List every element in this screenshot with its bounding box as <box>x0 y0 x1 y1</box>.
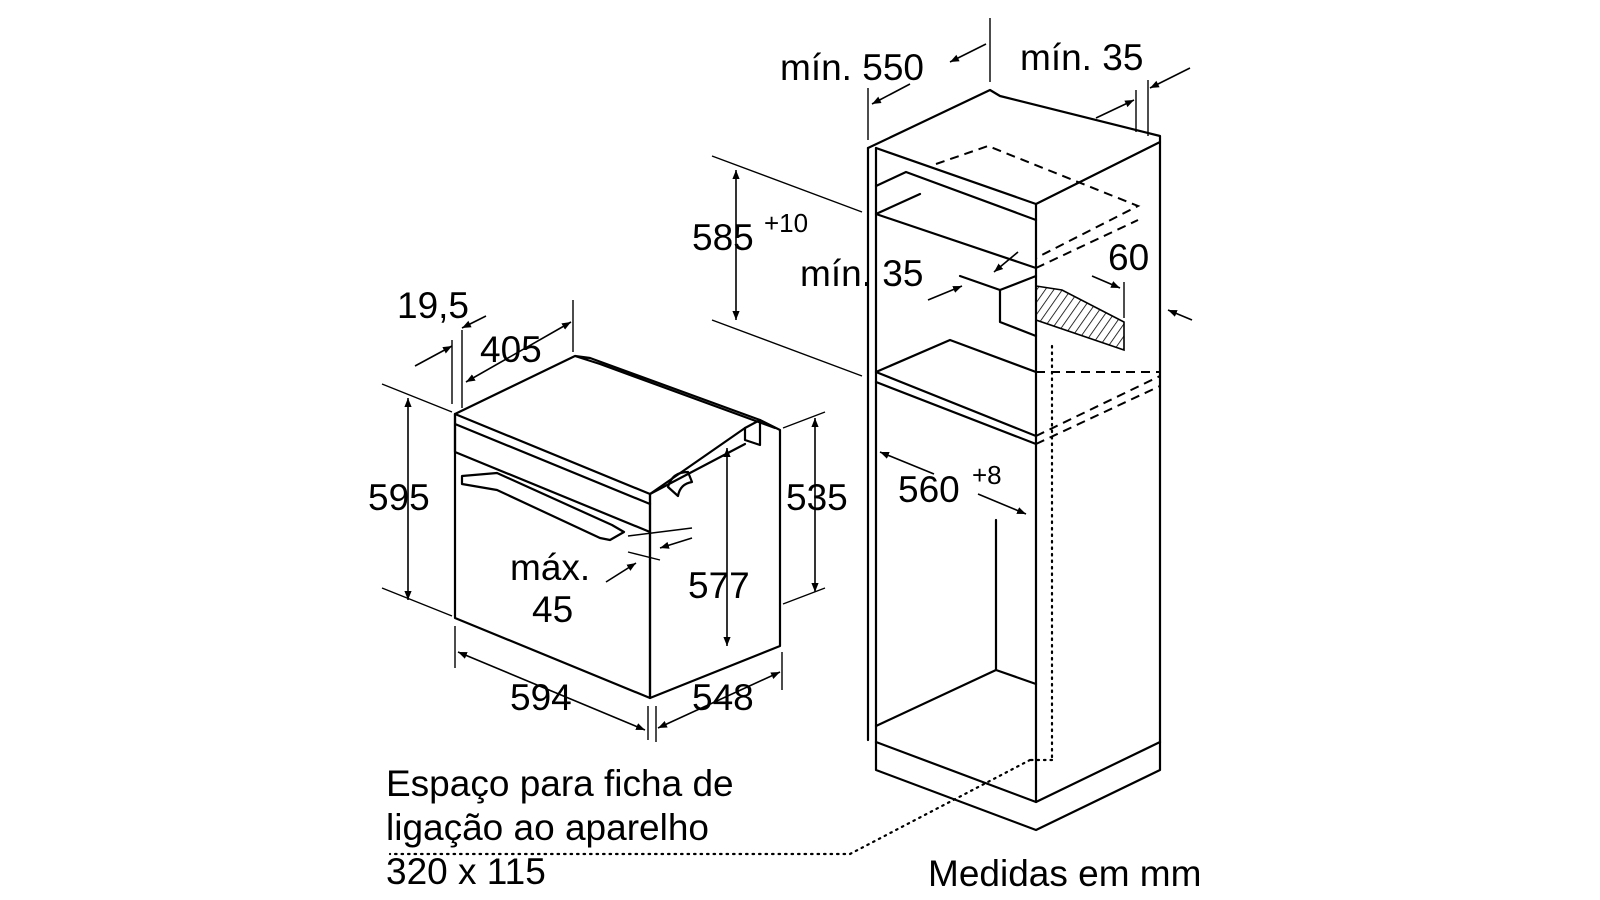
dim-19-5: 19,5 <box>397 285 469 326</box>
dim-577: 577 <box>688 565 750 606</box>
dim-594: 594 <box>510 677 572 718</box>
dim-405: 405 <box>480 329 542 370</box>
dim-594-arrow <box>457 651 646 731</box>
dim-548: 548 <box>692 677 754 718</box>
dim-max-45-line2: 45 <box>532 589 573 630</box>
oven-door-handle <box>460 471 626 542</box>
dim-405-arrow <box>465 321 572 383</box>
cabinet-dimensions: mín. 550 mín. 35 585 +10 mín. 35 60 560 … <box>692 18 1193 515</box>
oven-control-panel <box>453 412 652 534</box>
dim-595: 595 <box>368 477 430 518</box>
dim-max-45-line1: máx. <box>510 547 590 588</box>
oven-side-body <box>648 418 782 700</box>
dim-548-arrow <box>657 671 781 729</box>
dim-560-base: 560 <box>898 469 960 510</box>
plug-note-line2: ligação ao aparelho <box>386 807 709 848</box>
oven-side-handle <box>666 470 694 498</box>
dim-min-35-top: mín. 35 <box>1020 37 1143 78</box>
cabinet-drawing <box>388 88 1162 856</box>
dim-60: 60 <box>1108 237 1149 278</box>
plug-space-leader <box>388 344 1054 856</box>
oven-drawing <box>453 354 782 700</box>
plug-note-line3: 320 x 115 <box>386 851 546 892</box>
dim-535: 535 <box>786 477 848 518</box>
notes: Espaço para ficha de ligação ao aparelho… <box>386 763 1201 894</box>
oven-dimensions: 595 19,5 405 535 577 máx. 45 594 <box>368 285 848 742</box>
vent-opening <box>1035 285 1125 352</box>
oven-side-edge <box>648 442 747 496</box>
plug-note-line1: Espaço para ficha de <box>386 763 734 804</box>
dim-585-tolerance: +10 <box>764 208 808 238</box>
dim-585-base: 585 <box>692 217 754 258</box>
units-note: Medidas em mm <box>928 853 1201 894</box>
dim-min-550: mín. 550 <box>780 47 924 88</box>
dim-560-tolerance: +8 <box>972 460 1002 490</box>
oven-top-face <box>453 354 777 496</box>
dim-min-35-inner: mín. 35 <box>800 253 923 294</box>
